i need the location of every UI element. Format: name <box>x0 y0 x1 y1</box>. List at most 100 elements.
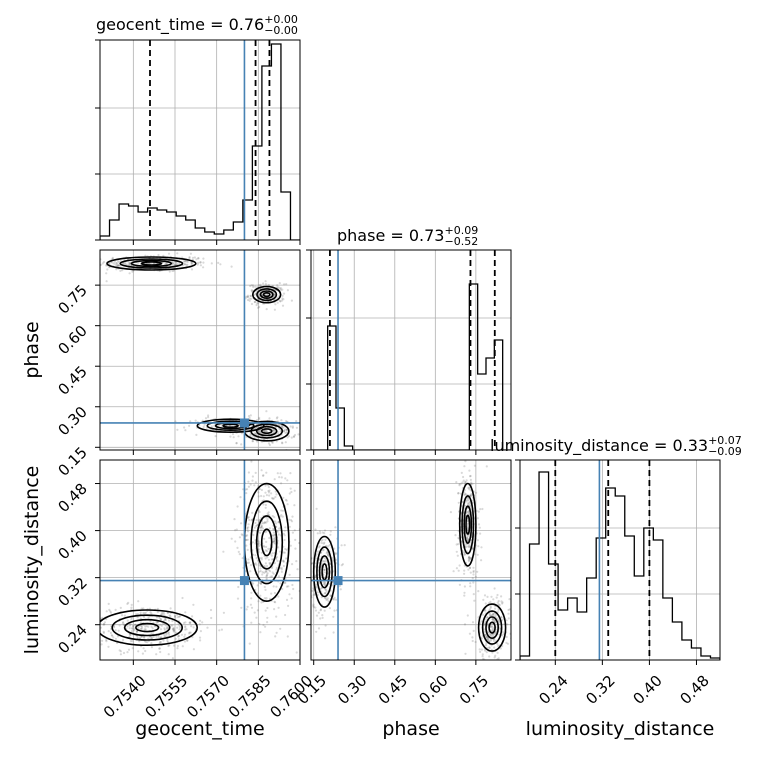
sample-point <box>88 261 90 263</box>
sample-point <box>251 511 254 514</box>
sample-point <box>270 558 274 561</box>
sample-point <box>501 631 504 634</box>
sample-point <box>250 289 253 292</box>
sample-point <box>314 557 317 560</box>
sample-point <box>468 488 471 491</box>
sample-point <box>195 258 198 261</box>
sample-point <box>251 475 254 478</box>
sample-point <box>457 492 460 495</box>
sample-point <box>455 481 458 484</box>
sample-point <box>285 548 288 551</box>
sample-point <box>117 264 120 267</box>
sample-point <box>287 435 291 438</box>
sample-point <box>324 596 327 600</box>
sample-point <box>155 653 158 656</box>
sample-point <box>135 613 138 616</box>
sample-point <box>472 593 475 596</box>
density-contour-1-2 <box>463 505 473 545</box>
density-contour-0-3 <box>321 563 328 581</box>
x-tick-label: 0.7570 <box>183 672 233 722</box>
hist-panel-phase <box>311 250 511 450</box>
sample-point <box>198 623 201 626</box>
sample-point <box>265 564 269 568</box>
sample-point <box>488 639 491 642</box>
sample-point <box>163 628 166 631</box>
sample-point <box>256 302 259 305</box>
sample-point <box>469 475 472 478</box>
sample-point <box>136 630 139 633</box>
sample-point <box>255 563 258 566</box>
sample-point <box>246 561 249 565</box>
sample-point <box>324 592 327 595</box>
sample-point <box>249 284 252 288</box>
sample-point <box>321 549 325 552</box>
sample-point <box>272 528 275 531</box>
sample-point <box>268 453 270 455</box>
sample-point <box>98 264 100 266</box>
sample-point <box>245 538 248 542</box>
sample-point <box>485 651 488 654</box>
sample-point <box>131 270 134 273</box>
sample-point <box>167 631 171 634</box>
sample-point <box>262 474 265 477</box>
sample-point <box>283 283 286 286</box>
x-tick-label: 0.75 <box>456 672 492 708</box>
sample-point <box>320 562 323 565</box>
sample-point <box>323 561 326 564</box>
sample-point <box>289 519 293 522</box>
sample-point <box>260 601 263 604</box>
sample-point <box>137 650 140 653</box>
sample-point <box>324 588 327 591</box>
sample-point <box>266 518 269 521</box>
sample-point <box>478 648 481 651</box>
sample-point <box>105 280 108 283</box>
sample-point <box>467 503 470 506</box>
sample-point <box>494 654 497 657</box>
sample-point <box>199 619 202 622</box>
sample-point <box>163 635 166 638</box>
sample-point <box>245 534 248 538</box>
sample-point <box>108 263 111 266</box>
sample-point <box>492 612 495 615</box>
sample-point <box>247 523 250 526</box>
sample-point <box>252 533 255 537</box>
panel-frame-geocent_time-luminosity_distance <box>99 459 301 661</box>
sample-point <box>293 435 296 438</box>
sample-point <box>134 623 137 627</box>
x-tick-label: 0.45 <box>375 672 411 708</box>
sample-point <box>324 557 327 560</box>
sample-point <box>283 581 286 584</box>
sample-point <box>166 627 169 631</box>
sample-point <box>264 503 267 507</box>
sample-point <box>457 492 460 495</box>
sample-point <box>218 629 221 632</box>
sample-point <box>466 539 469 542</box>
sample-point <box>102 623 105 626</box>
sample-point <box>95 263 97 265</box>
sample-point <box>171 657 174 660</box>
sample-point <box>234 540 237 543</box>
sample-point <box>159 623 162 626</box>
sample-point <box>320 539 323 542</box>
density-contour-0-2 <box>318 555 331 589</box>
sample-point <box>281 294 284 297</box>
sample-point <box>471 547 474 550</box>
sample-point <box>499 647 502 650</box>
density-contour-1-1 <box>250 500 284 585</box>
sample-point <box>267 569 271 572</box>
sample-point <box>87 627 89 629</box>
sample-point <box>209 608 213 612</box>
sample-point <box>258 429 261 432</box>
sample-point <box>474 640 477 644</box>
sample-point <box>274 495 277 499</box>
sample-point <box>126 619 129 622</box>
sample-point <box>497 620 500 623</box>
x-tick-label: 0.60 <box>415 672 451 708</box>
sample-point <box>469 489 472 492</box>
sample-point <box>500 615 503 619</box>
sample-point <box>315 630 318 633</box>
sample-point <box>250 621 253 624</box>
sample-point <box>485 642 488 645</box>
sample-point <box>76 258 78 260</box>
sample-point <box>263 565 266 568</box>
